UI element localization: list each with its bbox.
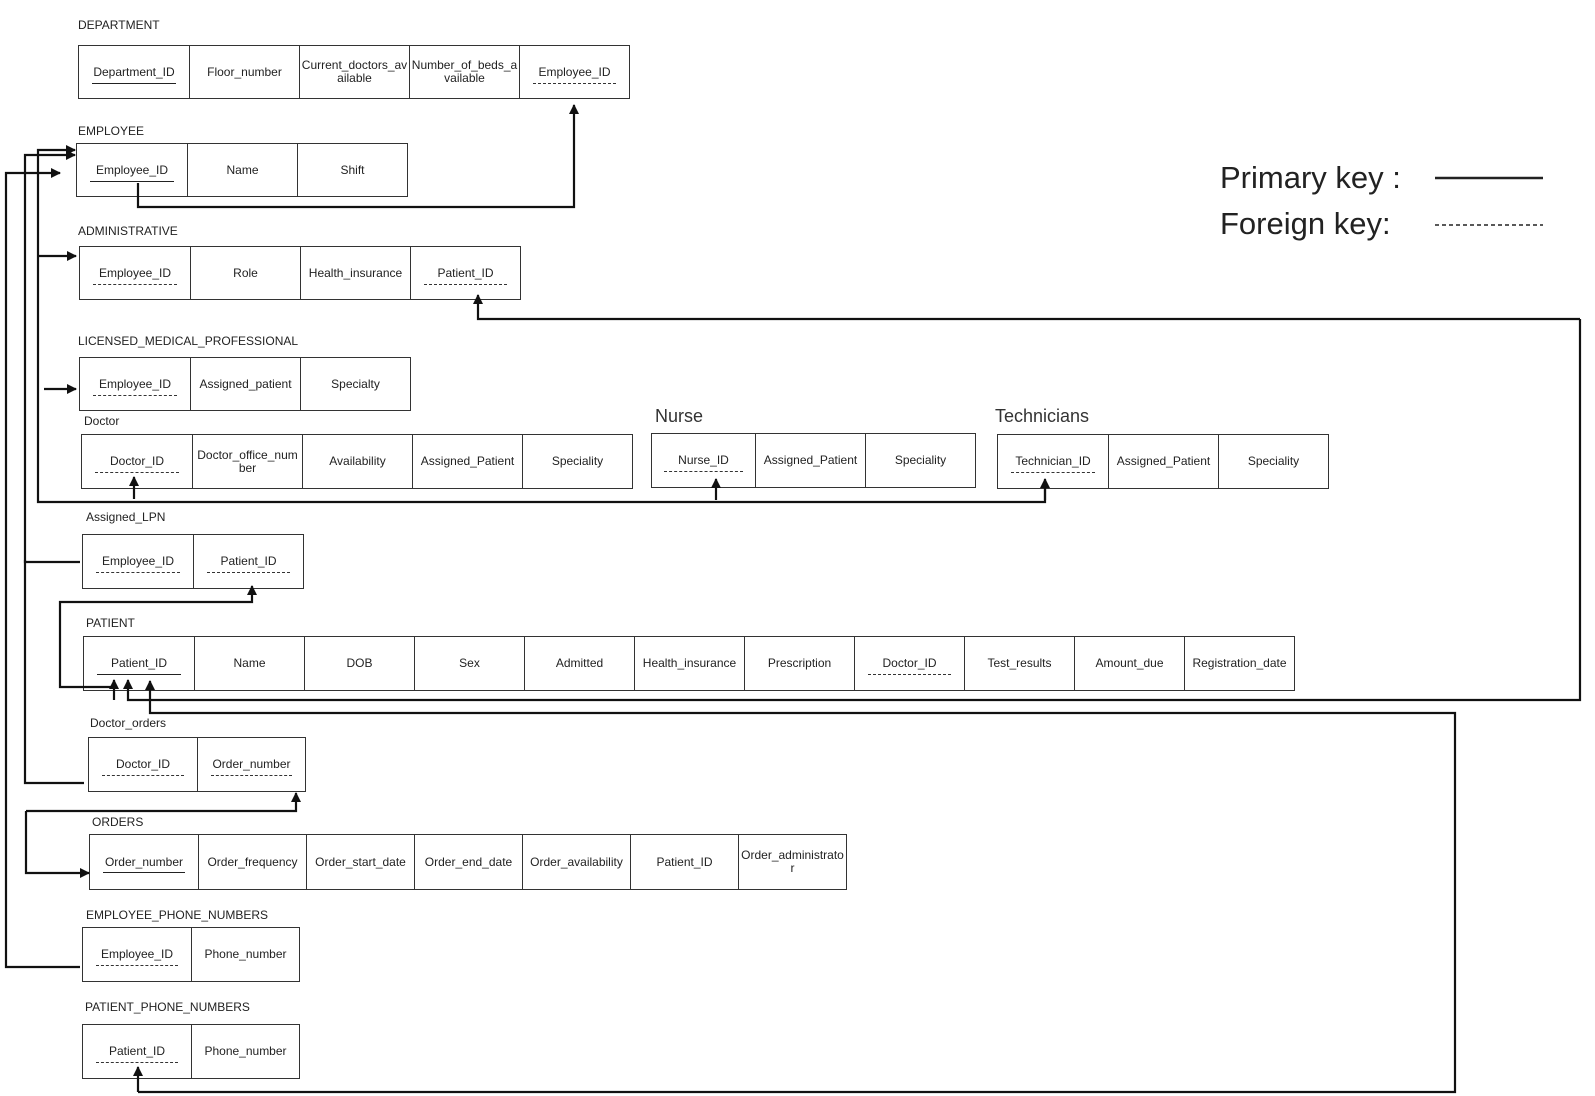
field-employee-phone-phone-number: Phone_number <box>191 928 299 981</box>
table-title-employee-phone: EMPLOYEE_PHONE_NUMBERS <box>86 908 269 922</box>
field-orders-order-number: Order_number <box>90 835 198 889</box>
field-employee-employee-id: Employee_ID <box>77 144 187 196</box>
legend-primary-label: Primary key : <box>1220 160 1401 195</box>
table-title-technicians: Technicians <box>995 406 1090 426</box>
field-patient-dob: DOB <box>304 637 414 690</box>
field-patient-admitted: Admitted <box>524 637 634 690</box>
field-orders-order-end-date: Order_end_date <box>414 835 522 889</box>
field-orders-order-availability: Order_availability <box>522 835 630 889</box>
field-department-employee-id: Employee_ID <box>519 46 629 98</box>
field-orders-order-administrator: Order_administrator <box>738 835 846 889</box>
legend-primary-line <box>1435 176 1543 180</box>
table-title-administrative: ADMINISTRATIVE <box>78 224 178 238</box>
table-title-patient-phone: PATIENT_PHONE_NUMBERS <box>85 1000 250 1014</box>
field-nurse-speciality: Speciality <box>865 434 975 487</box>
field-nurse-nurse-id: Nurse_ID <box>652 434 755 487</box>
field-administrative-role: Role <box>190 247 300 299</box>
table-title-doctor: Doctor <box>84 414 120 428</box>
table-title-assigned-lpn: Assigned_LPN <box>86 510 166 524</box>
field-orders-order-frequency: Order_frequency <box>198 835 306 889</box>
field-patient-prescription: Prescription <box>744 637 854 690</box>
table-title-employee: EMPLOYEE <box>78 124 145 138</box>
field-licensed-assigned-patient: Assigned_patient <box>190 358 300 410</box>
field-patient-amount-due: Amount_due <box>1074 637 1184 690</box>
field-patient-test-results: Test_results <box>964 637 1074 690</box>
field-patient-name: Name <box>194 637 304 690</box>
field-orders-patient-id: Patient_ID <box>630 835 738 889</box>
field-employee-name: Name <box>187 144 297 196</box>
field-technicians-technician-id: Technician_ID <box>998 435 1108 488</box>
table-title-licensed: LICENSED_MEDICAL_PROFESSIONAL <box>78 334 299 348</box>
field-patient-registration-date: Registration_date <box>1184 637 1294 690</box>
legend-foreign-line <box>1435 224 1543 226</box>
table-title-patient: PATIENT <box>86 616 135 630</box>
field-patient-patient-id: Patient_ID <box>84 637 194 690</box>
field-doctor-doctor-id: Doctor_ID <box>82 435 192 488</box>
field-patient-health-insurance: Health_insurance <box>634 637 744 690</box>
field-doctor-doctor-office-number: Doctor_office_number <box>192 435 302 488</box>
field-department-department-id: Department_ID <box>79 46 189 98</box>
field-doctor-orders-doctor-id: Doctor_ID <box>89 738 197 791</box>
field-assigned-lpn-employee-id: Employee_ID <box>83 535 193 588</box>
field-doctor-availability: Availability <box>302 435 412 488</box>
field-patient-sex: Sex <box>414 637 524 690</box>
table-title-department: DEPARTMENT <box>78 18 160 32</box>
field-licensed-specialty: Specialty <box>300 358 410 410</box>
field-patient-doctor-id: Doctor_ID <box>854 637 964 690</box>
legend-foreign-label: Foreign key: <box>1220 206 1391 241</box>
field-patient-phone-phone-number: Phone_number <box>191 1025 299 1078</box>
field-technicians-assigned-patient: Assigned_Patient <box>1108 435 1218 488</box>
field-doctor-speciality: Speciality <box>522 435 632 488</box>
field-employee-phone-employee-id: Employee_ID <box>83 928 191 981</box>
field-technicians-speciality: Speciality <box>1218 435 1328 488</box>
field-administrative-health-insurance: Health_insurance <box>300 247 410 299</box>
field-employee-shift: Shift <box>297 144 407 196</box>
field-administrative-employee-id: Employee_ID <box>80 247 190 299</box>
table-title-nurse: Nurse <box>655 406 704 426</box>
field-department-floor-number: Floor_number <box>189 46 299 98</box>
field-licensed-employee-id: Employee_ID <box>80 358 190 410</box>
field-assigned-lpn-patient-id: Patient_ID <box>193 535 303 588</box>
table-title-doctor-orders: Doctor_orders <box>90 716 167 730</box>
field-nurse-assigned-patient: Assigned_Patient <box>755 434 865 487</box>
table-title-orders: ORDERS <box>92 815 144 829</box>
field-doctor-assigned-patient: Assigned_Patient <box>412 435 522 488</box>
field-orders-order-start-date: Order_start_date <box>306 835 414 889</box>
field-department-number-of-beds-available: Number_of_beds_available <box>409 46 519 98</box>
field-department-current-doctors-available: Current_doctors_available <box>299 46 409 98</box>
field-doctor-orders-order-number: Order_number <box>197 738 305 791</box>
field-administrative-patient-id: Patient_ID <box>410 247 520 299</box>
field-patient-phone-patient-id: Patient_ID <box>83 1025 191 1078</box>
